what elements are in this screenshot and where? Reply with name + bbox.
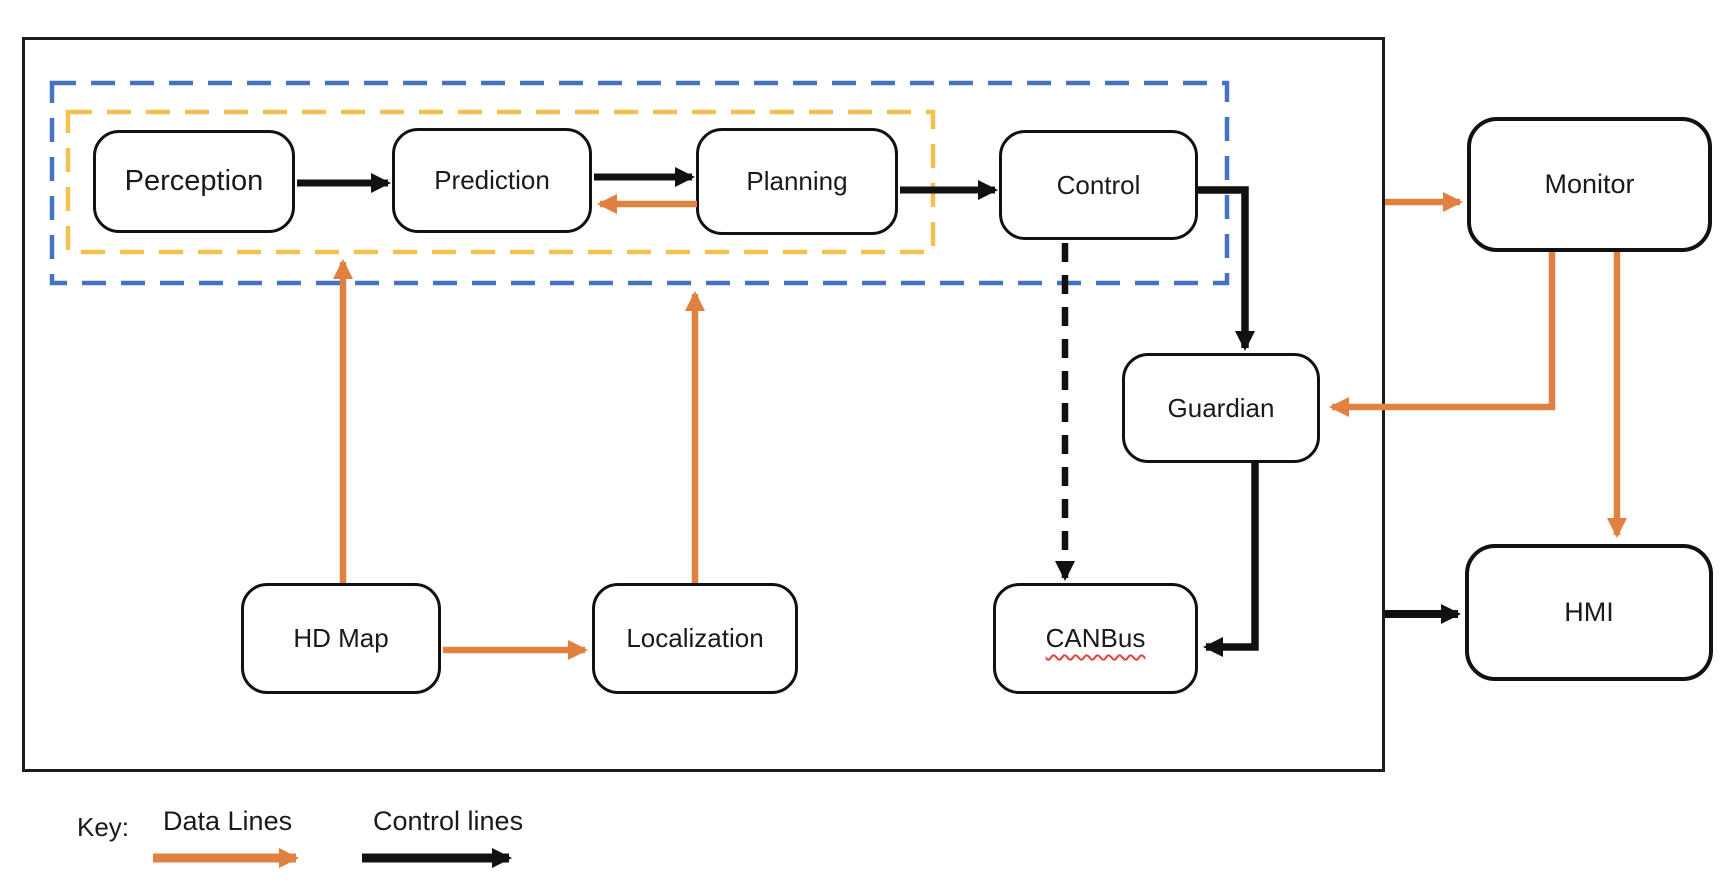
node-prediction-label: Prediction [434,165,550,195]
node-localization-label: Localization [626,623,764,653]
key-data-lines-label: Data Lines [163,806,293,836]
node-prediction: Prediction [392,128,592,233]
key-control-lines-label: Control lines [373,806,524,836]
node-guardian: Guardian [1122,353,1320,463]
node-guardian-label: Guardian [1167,392,1275,423]
node-hmi-label: HMI [1564,597,1614,627]
node-hmi: HMI [1465,544,1713,681]
node-monitor: Monitor [1467,117,1712,252]
node-monitor-label: Monitor [1544,169,1635,199]
node-perception: Perception [93,130,295,233]
node-planning: Planning [696,128,898,235]
node-localization: Localization [592,583,798,694]
node-canbus: CANBus [993,583,1198,694]
node-control-label: Control [1056,169,1141,200]
key-title: Key: [77,812,130,842]
node-control: Control [999,130,1198,240]
node-canbus-label: CANBus [1045,623,1146,653]
node-hd-map-label: HD Map [293,623,389,653]
node-planning-label: Planning [746,166,848,196]
node-hd-map: HD Map [241,583,441,694]
node-perception-label: Perception [124,165,264,197]
